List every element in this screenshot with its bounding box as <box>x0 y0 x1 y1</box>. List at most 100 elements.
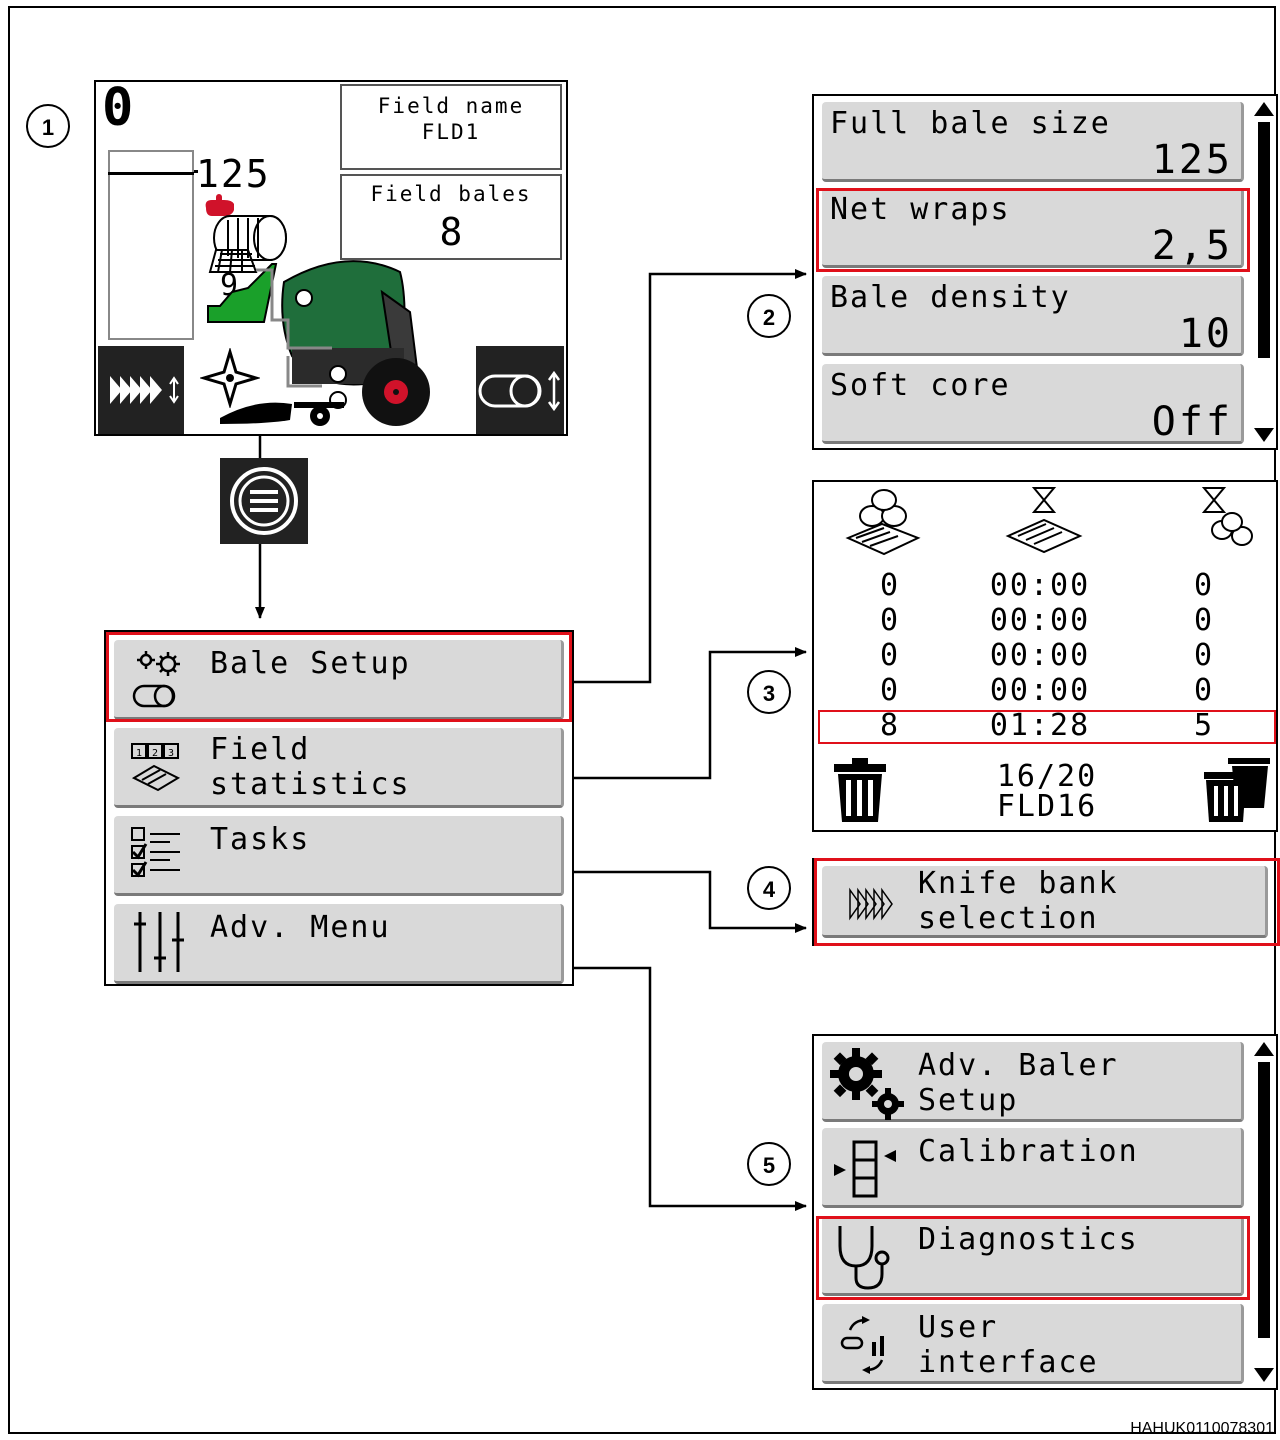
calibration-icon <box>834 1140 896 1198</box>
menu-item-tasks[interactable]: Tasks <box>114 816 564 896</box>
setting-value: 2,5 <box>1151 223 1233 269</box>
menu-item-bale-setup[interactable]: Bale Setup <box>114 640 564 720</box>
setting-full-bale-size[interactable]: Full bale size 125 <box>822 102 1244 182</box>
setting-soft-core[interactable]: Soft core Off <box>822 364 1244 444</box>
setting-label: Bale density <box>830 280 1071 315</box>
figure-id: HAHUK0110078301 <box>1130 1420 1274 1437</box>
scrollbar[interactable] <box>1252 98 1276 448</box>
svg-text:1: 1 <box>136 748 142 759</box>
home-screen: 0 125 9 Field name FLD1 Field bales 8 <box>94 78 568 436</box>
scroll-up-icon <box>1254 102 1274 116</box>
svg-text:2: 2 <box>152 748 158 759</box>
scroll-up-icon <box>1254 1042 1274 1056</box>
callout-4: 4 <box>747 866 791 910</box>
table-row: 0 00:00 0 <box>814 568 1276 603</box>
adv-menu-sliders-icon <box>134 912 184 972</box>
delete-all-fields-icon[interactable] <box>1198 754 1274 824</box>
adv-item-diagnostics[interactable]: Diagnostics <box>822 1216 1244 1296</box>
total-bales-icon <box>845 489 921 556</box>
adv-item-label: Calibration <box>918 1134 1139 1169</box>
adv-item-user-interface[interactable]: User interface <box>822 1304 1244 1384</box>
field-bales-label: Field bales <box>370 182 532 206</box>
stethoscope-icon <box>838 1226 890 1290</box>
tasks-icon <box>131 827 180 878</box>
stat-rate: 5 <box>1193 708 1215 743</box>
adv-item-calibration[interactable]: Calibration <box>822 1128 1244 1208</box>
selected-highlight <box>816 188 1250 272</box>
field-name-label: Field name <box>377 94 525 118</box>
selected-highlight <box>814 858 1280 946</box>
menu-item-adv-menu[interactable]: Adv. Menu <box>114 904 564 984</box>
arrow-adv-menu <box>572 966 807 1211</box>
table-row-selected[interactable]: 8 01:28 5 <box>814 708 1276 743</box>
field-identifier: FLD16 <box>996 789 1098 824</box>
knife-bank-key[interactable] <box>98 346 184 434</box>
stat-rate: 0 <box>1193 638 1215 673</box>
selected-highlight <box>818 710 1276 744</box>
menu-item-field-statistics[interactable]: 1 2 3 Field statistics <box>114 728 564 808</box>
svg-text:3: 3 <box>168 748 174 759</box>
selected-highlight <box>816 1216 1250 1300</box>
stat-bales: 8 <box>879 708 901 743</box>
gears-icon <box>830 1048 904 1120</box>
main-menu: Bale Setup 1 2 3 Field statistics Tasks <box>104 630 574 986</box>
field-bales-box: Field bales 8 <box>340 174 562 260</box>
callout-2: 2 <box>747 294 791 338</box>
table-row: 0 00:00 0 <box>814 638 1276 673</box>
setting-label: Net wraps <box>830 192 1011 227</box>
adv-item-label: User interface <box>918 1310 1099 1380</box>
arrow-bale-setup <box>572 269 807 684</box>
task-label: Knife bank selection <box>918 866 1119 936</box>
adv-item-label: Diagnostics <box>918 1222 1139 1257</box>
menu-icon <box>230 467 298 535</box>
scroll-down-icon <box>1254 1368 1274 1382</box>
scroll-down-icon <box>1254 428 1274 442</box>
field-statistics-icon: 1 2 3 <box>131 743 181 792</box>
stat-rate: 0 <box>1193 568 1215 603</box>
table-row: 0 00:00 0 <box>814 603 1276 638</box>
field-statistics-screen: 0 00:00 0 0 00:00 0 0 00:00 0 0 00:00 0 … <box>812 480 1278 832</box>
setting-label: Full bale size <box>830 106 1111 141</box>
field-name-box: Field name FLD1 <box>340 84 562 170</box>
setting-label: Soft core <box>830 368 1011 403</box>
selected-highlight <box>106 632 572 722</box>
wrap-key[interactable] <box>476 346 564 434</box>
tasks-screen: Knife bank selection <box>812 858 1280 946</box>
menu-item-label: Field statistics <box>210 732 411 802</box>
delete-field-icon[interactable] <box>830 758 890 824</box>
stat-time: 00:00 <box>989 603 1091 638</box>
field-name-value: FLD1 <box>421 120 481 144</box>
callout-5: 5 <box>747 1142 791 1186</box>
bale-count: 0 <box>102 78 134 138</box>
arrow-tasks <box>572 870 807 933</box>
bale-setup-screen: Full bale size 125 Net wraps 2,5 Bale de… <box>812 94 1278 450</box>
setting-bale-density[interactable]: Bale density 10 <box>822 276 1244 356</box>
knife-bank-icon <box>110 376 179 404</box>
setting-value: 125 <box>1151 137 1233 183</box>
scrollbar[interactable] <box>1252 1038 1276 1388</box>
stat-bales: 0 <box>879 568 901 603</box>
gauge-level-mark <box>108 172 194 175</box>
manual-hand-icon <box>205 194 234 216</box>
stat-time: 01:28 <box>989 708 1091 743</box>
field-bales-value: 8 <box>439 210 463 254</box>
setting-net-wraps[interactable]: Net wraps 2,5 <box>822 188 1244 268</box>
bale-size-gauge <box>108 150 194 340</box>
menu-key[interactable] <box>220 458 308 544</box>
net-roll-icon <box>208 215 287 273</box>
knife-rotor-icon <box>200 348 260 408</box>
setting-value: Off <box>1151 399 1233 445</box>
task-knife-bank-selection[interactable]: Knife bank selection <box>822 866 1268 938</box>
callout-1: 1 <box>26 104 70 148</box>
bale-wrap-icon <box>478 370 561 412</box>
arrow-field-statistics <box>572 647 807 780</box>
adv-menu-screen: Adv. Baler Setup Calibration Diagnostics <box>812 1034 1278 1390</box>
stat-time: 00:00 <box>989 568 1091 603</box>
target-value: 125 <box>196 152 271 196</box>
stat-time: 00:00 <box>989 638 1091 673</box>
knife-bank-icon <box>849 887 893 921</box>
menu-item-label: Adv. Menu <box>210 910 391 945</box>
adv-item-baler-setup[interactable]: Adv. Baler Setup <box>822 1042 1244 1122</box>
field-page-counter: 16/20 <box>996 759 1098 794</box>
